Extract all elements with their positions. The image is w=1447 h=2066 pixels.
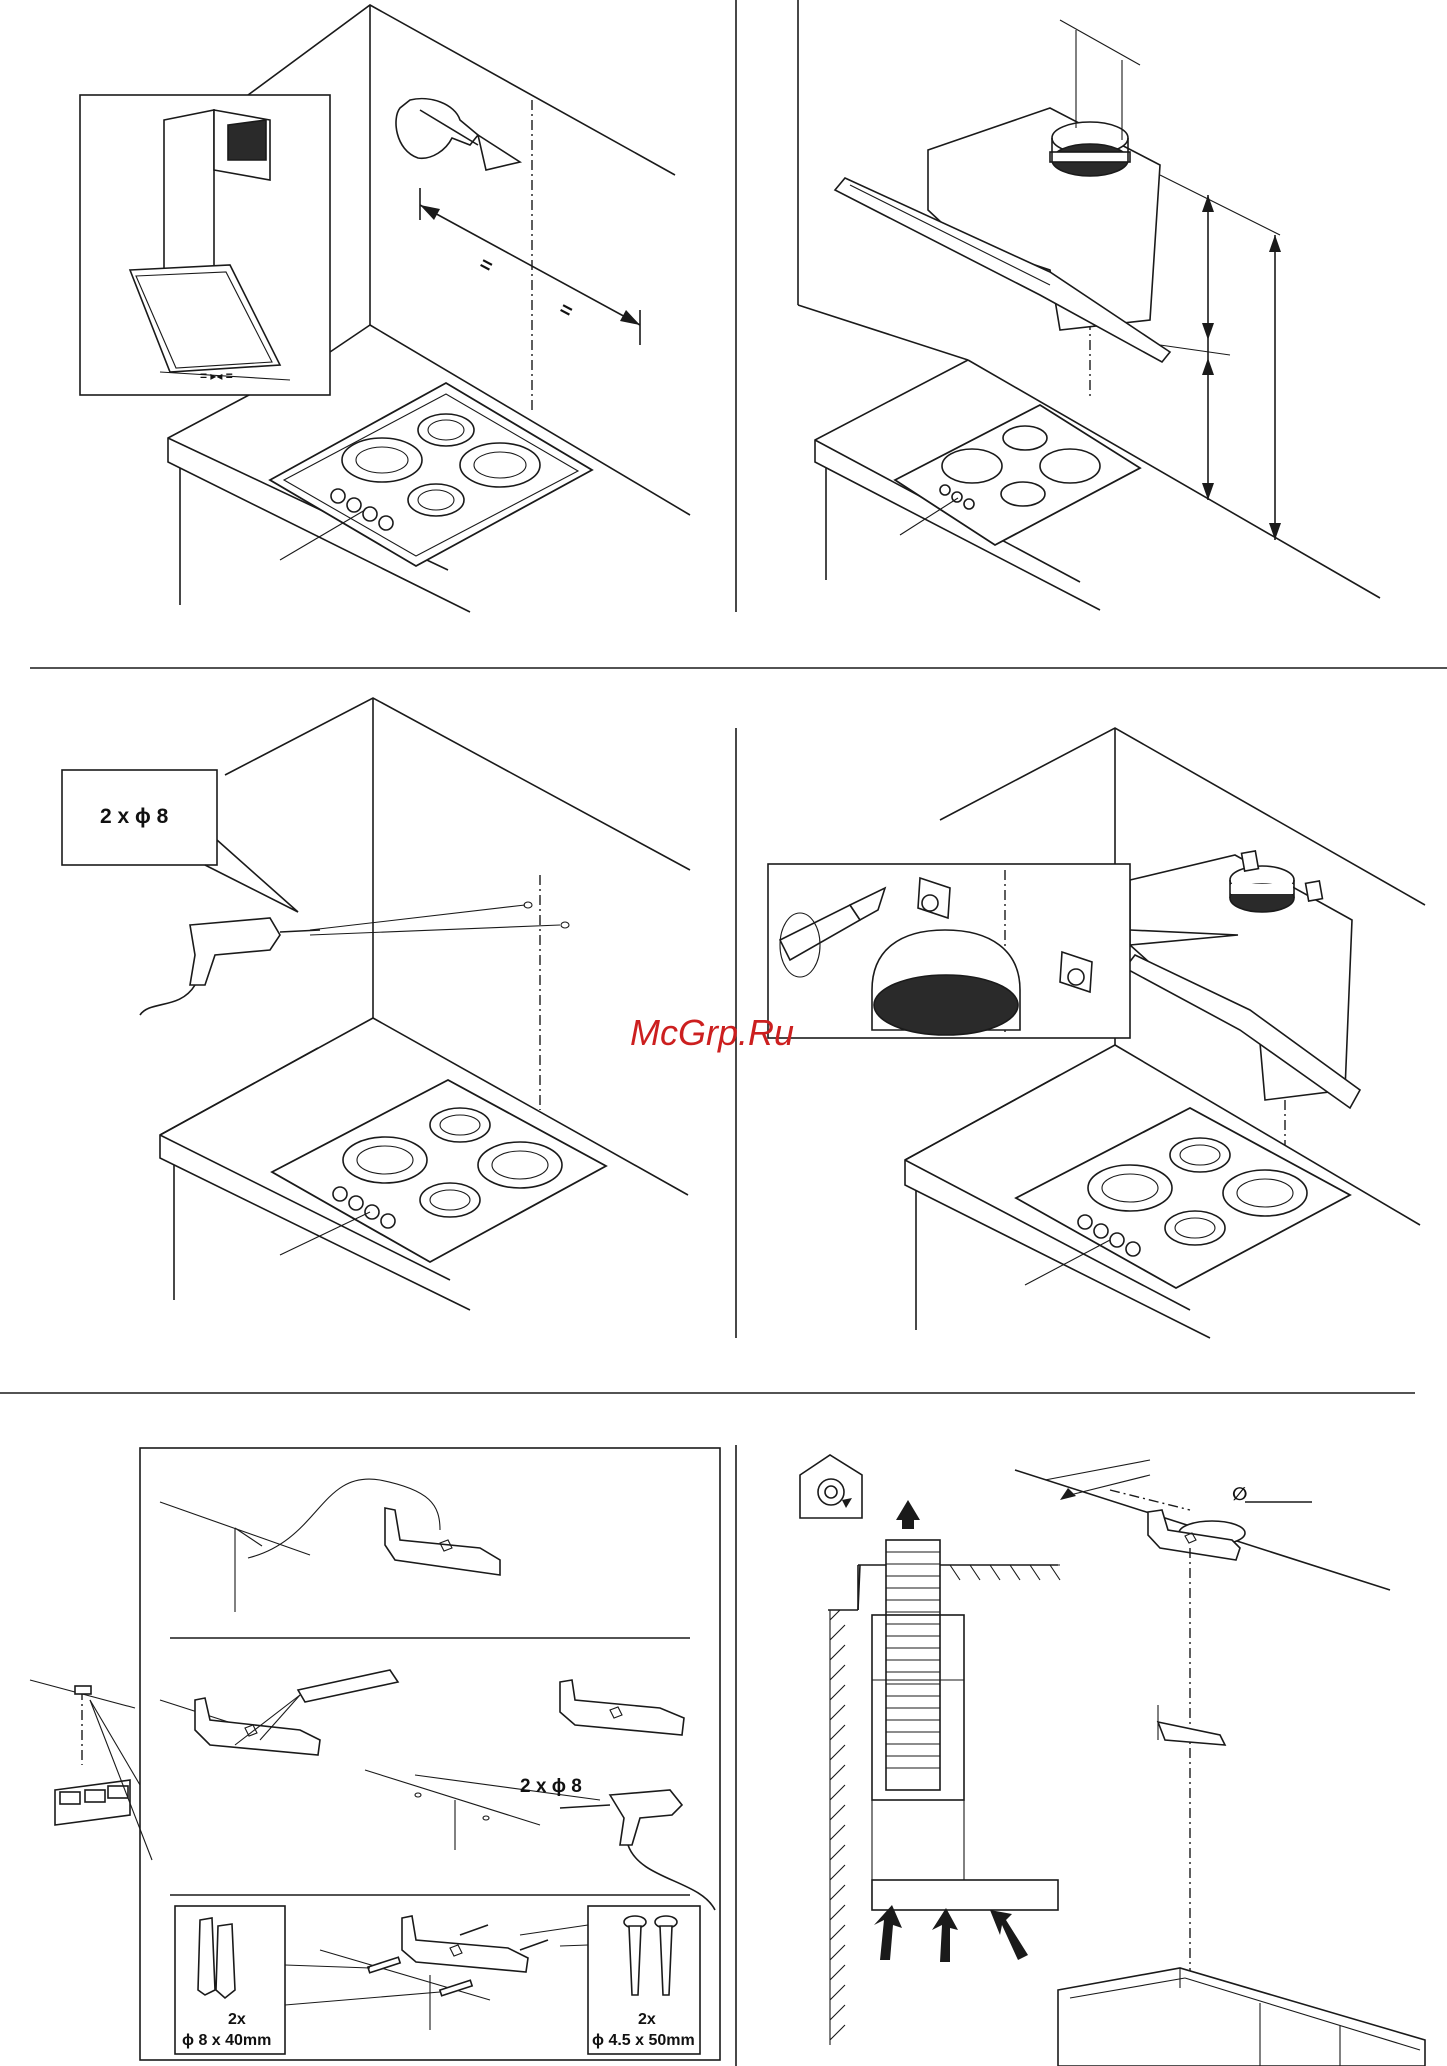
plugs-count-label: 2x — [228, 2011, 246, 2028]
bracket-step-2: 2 x ϕ 8 — [160, 1670, 715, 1910]
bracket-step-3: 2x ϕ 8 x 40mm 2x ϕ 4.5 x 50mm — [175, 1906, 700, 2054]
wall-hatching — [828, 1565, 1058, 1610]
svg-text:=: = — [476, 253, 497, 278]
panel-mark-wall: = = = ▸◂ = — [80, 5, 690, 612]
panel-bracket-steps: 2 x ϕ 8 2x ϕ 8 x 40mm — [30, 1448, 720, 2060]
bracket-step-1 — [160, 1479, 690, 1638]
diameter-symbol: ∅ — [1232, 1484, 1247, 1504]
hood-inset: = ▸◂ = — [80, 95, 330, 395]
house-recirculation-icon — [800, 1455, 862, 1518]
hand-pencil-icon — [396, 99, 520, 170]
drill-icon — [560, 1790, 715, 1910]
drill-size-callout: 2 x ϕ 8 — [62, 770, 298, 912]
panel-fix-hood: McGrp.Ru — [630, 728, 1425, 1338]
screws-count-label: 2x — [638, 2011, 656, 2028]
svg-text:=: = — [556, 298, 577, 323]
panel-drill-holes: 2 x ϕ 8 — [62, 698, 690, 1310]
watermark: McGrp.Ru — [630, 1012, 794, 1053]
svg-text:= ▸◂ =: = ▸◂ = — [200, 369, 233, 383]
plugs-size-label: ϕ 8 x 40mm — [182, 2032, 271, 2049]
screws-size-label: ϕ 4.5 x 50mm — [592, 2032, 695, 2049]
drill-size-label: 2 x ϕ 8 — [100, 805, 169, 828]
panel-hood-height — [798, 0, 1380, 610]
panel-ducting: ∅ — [800, 1455, 1425, 2066]
drill-size-label-2: 2 x ϕ 8 — [520, 1776, 582, 1797]
drill-icon — [140, 918, 320, 1015]
